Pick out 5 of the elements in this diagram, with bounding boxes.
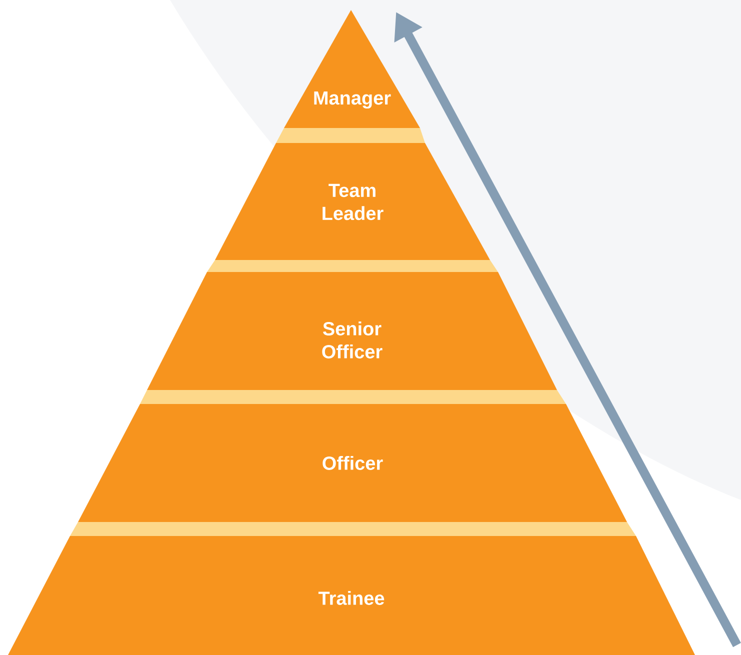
pyramid-layer: Trainee	[8, 522, 695, 655]
pyramid-layer: Manager	[284, 10, 420, 128]
pyramid-layer: Team Leader	[215, 128, 490, 260]
pyramid-layer: Senior Officer	[147, 260, 557, 390]
pyramid-layer: Officer	[78, 390, 627, 522]
